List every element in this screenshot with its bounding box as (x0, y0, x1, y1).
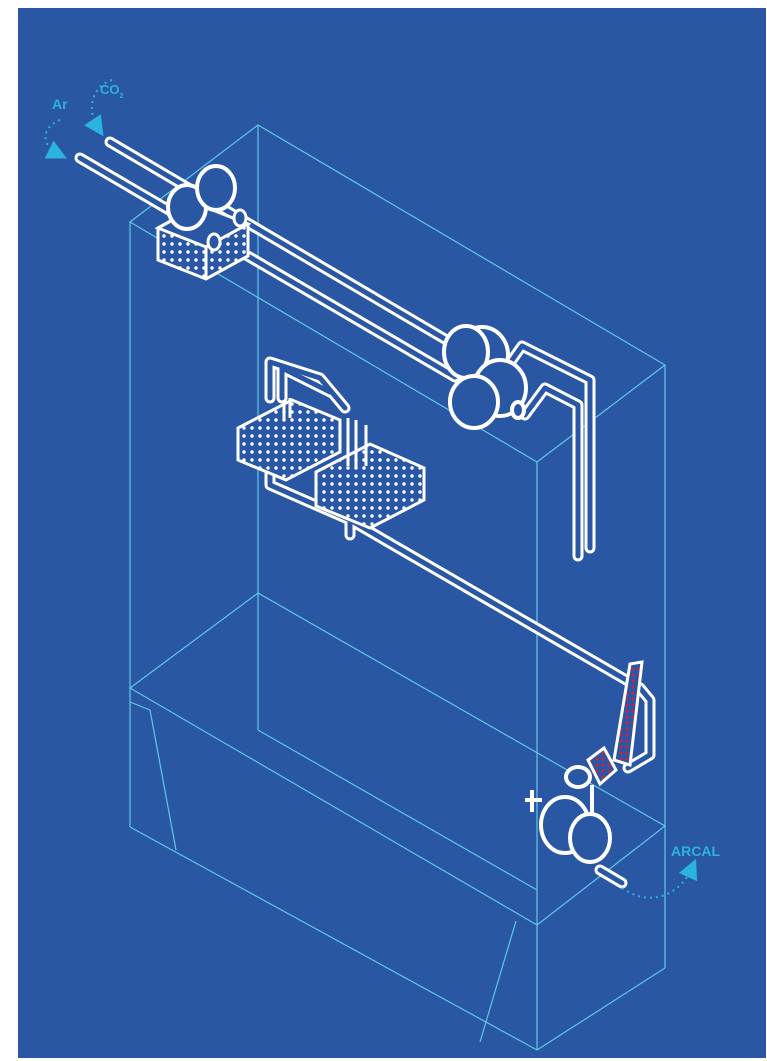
label-arcal: ARCAL (671, 843, 720, 859)
valve-block-icon (236, 398, 342, 482)
background (18, 8, 766, 1058)
gas-system-diagram: Ar CO2 ARCAL (18, 8, 766, 1058)
valve-block-icon (314, 442, 426, 530)
curved-arrow-icon (621, 858, 698, 899)
schematic-panel: Ar CO2 ARCAL (18, 8, 766, 1058)
flow-regulators (442, 324, 528, 430)
valve-blocks (236, 398, 426, 530)
inlet-regulator (154, 164, 252, 281)
outlet-valve (525, 660, 644, 864)
gas-selection-arrows (44, 79, 698, 899)
label-ar: Ar (52, 96, 68, 112)
label-co2: CO2 (100, 82, 124, 100)
torch-valve-icon (612, 660, 644, 767)
gas-regulator-icon (195, 164, 237, 212)
